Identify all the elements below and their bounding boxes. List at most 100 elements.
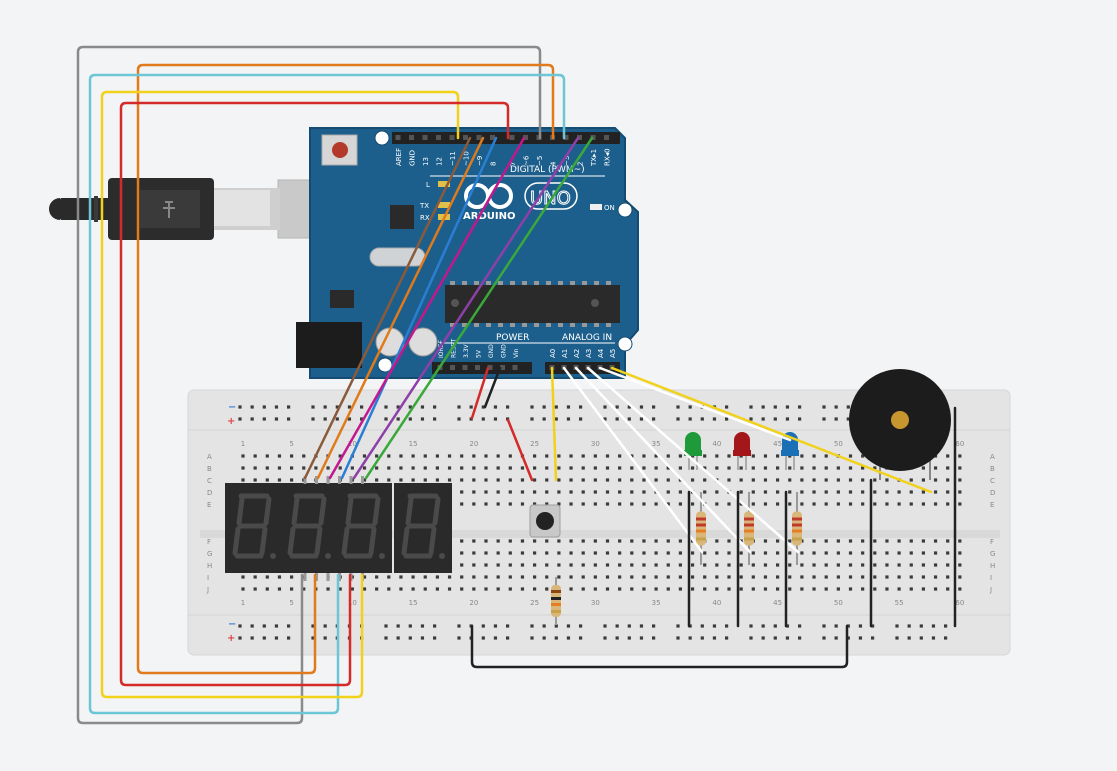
breadboard-hole[interactable] [605,466,610,470]
breadboard-hole[interactable] [836,587,840,591]
rail-hole[interactable] [798,636,802,640]
breadboard-hole[interactable] [460,575,464,579]
rail-hole[interactable] [408,405,412,409]
breadboard-hole[interactable] [909,502,913,506]
breadboard-hole[interactable] [569,563,573,567]
breadboard-hole[interactable] [666,551,670,555]
breadboard-hole[interactable] [666,502,670,506]
breadboard-hole[interactable] [824,539,828,543]
rail-hole[interactable] [895,636,899,640]
rail-hole[interactable] [627,405,631,409]
breadboard-hole[interactable] [678,575,682,579]
breadboard-hole[interactable] [861,466,865,470]
rail-hole[interactable] [725,636,729,640]
rail-hole[interactable] [384,636,388,640]
breadboard-hole[interactable] [885,551,889,555]
rail-hole[interactable] [566,636,571,640]
rail-hole[interactable] [834,624,838,628]
rail-hole[interactable] [798,405,802,409]
breadboard-hole[interactable] [642,587,646,591]
wires[interactable] [76,45,957,725]
breadboard-hole[interactable] [909,563,913,567]
breadboard-hole[interactable] [788,502,792,506]
breadboard-hole[interactable] [265,478,269,482]
breadboard-hole[interactable] [703,466,707,470]
breadboard-hole[interactable] [788,575,792,579]
breadboard-hole[interactable] [788,466,792,470]
breadboard-hole[interactable] [545,563,549,567]
breadboard-hole[interactable] [642,478,646,482]
breadboard-hole[interactable] [751,502,755,506]
breadboard-hole[interactable] [241,587,245,591]
rail-hole[interactable] [700,417,704,421]
breadboard-hole[interactable] [375,454,379,458]
rail-hole[interactable] [931,636,936,640]
rail-hole[interactable] [919,636,923,640]
breadboard-hole[interactable] [873,587,877,591]
breadboard-hole[interactable] [861,575,865,579]
breadboard-hole[interactable] [411,466,415,470]
rail-hole[interactable] [846,624,850,628]
breadboard-hole[interactable] [921,563,925,567]
breadboard-hole[interactable] [411,575,415,579]
breadboard-hole[interactable] [678,587,682,591]
breadboard-hole[interactable] [593,502,597,506]
breadboard-hole[interactable] [946,563,950,567]
breadboard-hole[interactable] [399,466,403,470]
rail-hole[interactable] [481,624,485,628]
rail-hole[interactable] [396,417,400,421]
breadboard-hole[interactable] [399,575,403,579]
rail-hole[interactable] [530,636,534,640]
breadboard-hole[interactable] [666,478,670,482]
breadboard-hole[interactable] [800,575,804,579]
breadboard-hole[interactable] [630,587,634,591]
breadboard-hole[interactable] [569,575,573,579]
breadboard-hole[interactable] [751,454,755,458]
resistor[interactable] [551,577,561,625]
rail-hole[interactable] [712,636,717,640]
wire[interactable] [76,45,542,725]
breadboard-hole[interactable] [824,490,828,494]
rail-hole[interactable] [311,417,315,421]
breadboard-hole[interactable] [933,563,938,567]
rail-hole[interactable] [542,417,546,421]
breadboard-hole[interactable] [836,539,840,543]
rail-hole[interactable] [311,636,315,640]
breadboard-hole[interactable] [302,587,306,591]
breadboard-hole[interactable] [861,539,865,543]
rail-hole[interactable] [822,636,826,640]
breadboard-hole[interactable] [435,575,439,579]
rail-hole[interactable] [542,624,546,628]
breadboard-hole[interactable] [399,478,403,482]
breadboard-hole[interactable] [484,502,488,506]
breadboard-hole[interactable] [812,575,816,579]
rail-hole[interactable] [858,624,863,628]
breadboard-hole[interactable] [605,551,610,555]
rail-hole[interactable] [554,417,558,421]
breadboard-hole[interactable] [654,502,658,506]
rail-hole[interactable] [274,636,279,640]
breadboard-hole[interactable] [630,490,634,494]
push-button[interactable] [529,504,561,538]
breadboard-hole[interactable] [460,563,464,567]
breadboard-hole[interactable] [277,587,282,591]
rail-hole[interactable] [834,405,838,409]
breadboard-hole[interactable] [812,466,816,470]
rail-hole[interactable] [749,405,753,409]
breadboard-hole[interactable] [618,587,622,591]
breadboard-hole[interactable] [508,539,512,543]
breadboard-hole[interactable] [618,563,622,567]
rail-hole[interactable] [676,417,680,421]
breadboard-hole[interactable] [836,478,840,482]
breadboard-hole[interactable] [569,551,573,555]
wire[interactable] [550,366,558,482]
breadboard-hole[interactable] [520,563,525,567]
breadboard-hole[interactable] [520,466,525,470]
wire[interactable] [610,366,933,494]
breadboard-hole[interactable] [241,478,245,482]
breadboard-hole[interactable] [496,478,500,482]
breadboard-hole[interactable] [873,575,877,579]
rail-hole[interactable] [785,636,790,640]
breadboard-hole[interactable] [484,551,488,555]
